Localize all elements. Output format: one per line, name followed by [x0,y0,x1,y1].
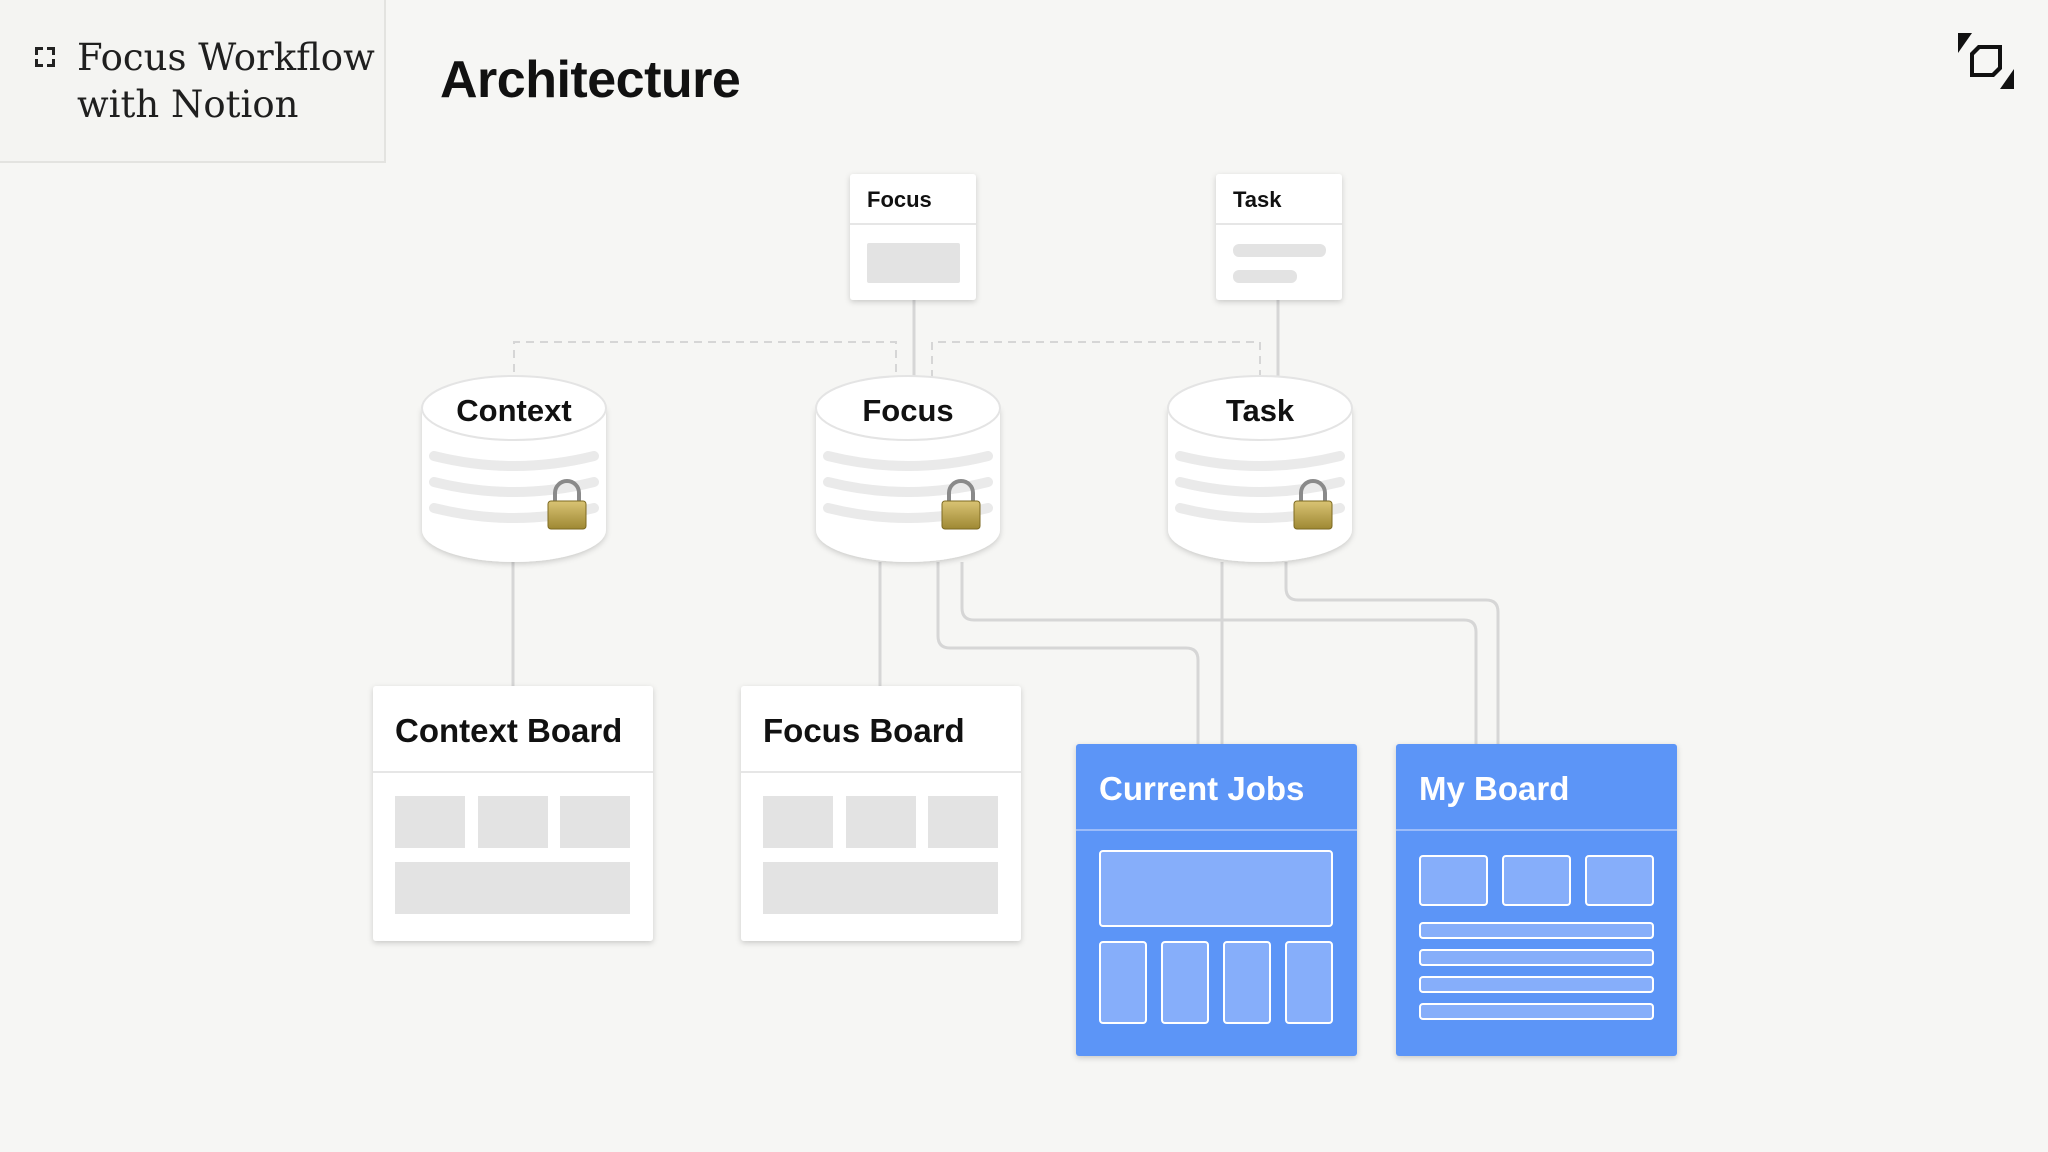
board-context: Context Board [373,686,653,941]
brand-title-line1: Focus Workflow [77,36,375,79]
page-title: Architecture [440,51,741,109]
notion-bracket-icon [35,47,55,67]
database-context: Context [421,375,607,562]
board-focus: Focus Board [741,686,1021,941]
database-task: Task [1167,375,1353,562]
board-current-jobs: Current Jobs [1076,744,1357,1056]
notion-cube-logo [1958,33,2014,89]
database-focus: Focus [815,375,1001,562]
database-focus-label: Focus [862,393,953,428]
connector-lines [511,300,1500,744]
board-context-label: Context Board [395,712,622,749]
template-card-focus: Focus [850,174,976,300]
template-card-task: Task [1216,174,1342,300]
database-context-label: Context [456,393,571,428]
brand-title-line2: with Notion [77,83,299,126]
database-task-label: Task [1226,393,1295,428]
brand-title: Focus Workflow with Notion [77,34,377,128]
board-current-jobs-label: Current Jobs [1099,770,1304,807]
board-my-board: My Board [1396,744,1677,1056]
board-my-board-label: My Board [1419,770,1569,807]
board-focus-label: Focus Board [763,712,965,749]
template-card-focus-label: Focus [867,187,932,212]
brand-panel: Focus Workflow with Notion [0,0,386,163]
template-card-task-label: Task [1233,187,1282,212]
